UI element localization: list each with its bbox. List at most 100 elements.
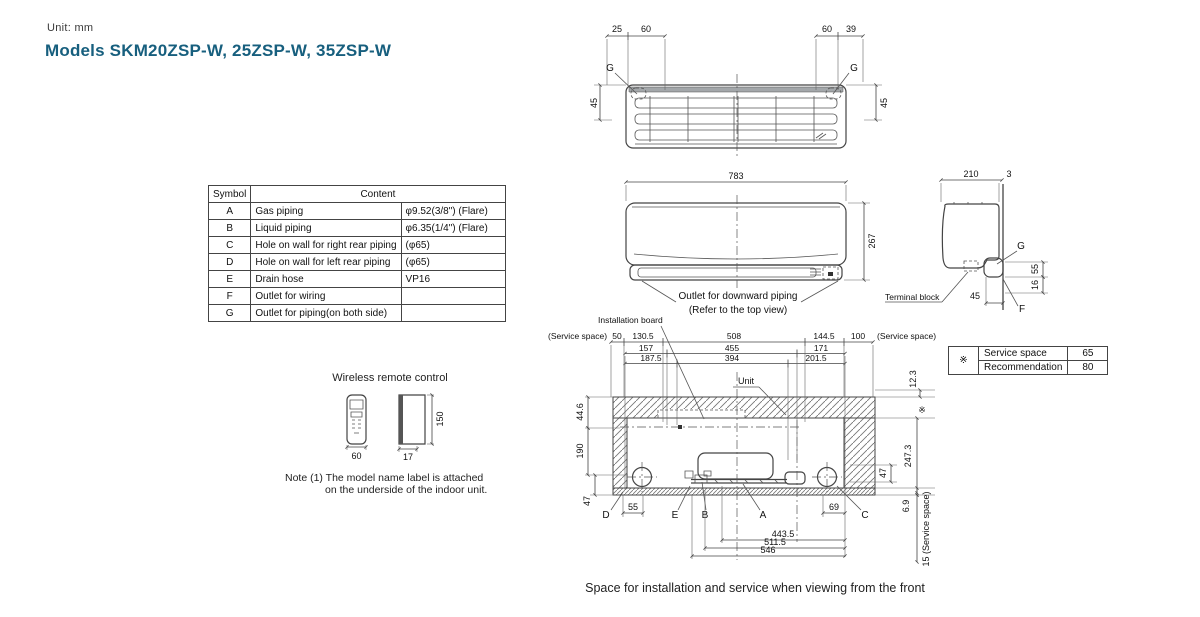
dim-6-9: 6.9 xyxy=(901,500,911,513)
label-g-left: G xyxy=(606,63,614,74)
label-c: C xyxy=(861,510,868,521)
outlet-knockout-left xyxy=(631,88,646,99)
label-cell: Outlet for piping(on both side) xyxy=(250,304,402,322)
symbol-cell: D xyxy=(207,253,252,271)
reference-mark: ※ xyxy=(918,405,926,415)
label-g-right: G xyxy=(850,63,858,74)
service-space-table: ※ Service space 65 Recommendation 80 xyxy=(948,346,1109,375)
dim-455: 455 xyxy=(725,343,739,353)
label-f: F xyxy=(1019,304,1025,315)
install-bottom-dimensions: D 55 E B A 69 C 443.5 511.5 546 xyxy=(602,482,869,559)
label-a: A xyxy=(760,510,767,521)
label-g: G xyxy=(1017,241,1025,252)
dim-100: 100 xyxy=(851,331,865,341)
label-cell: Gas piping xyxy=(250,202,402,220)
dim-60-right: 60 xyxy=(822,24,832,34)
front-view-unit xyxy=(626,195,846,288)
value-cell: (φ65) xyxy=(400,253,506,271)
label-d: D xyxy=(602,510,609,521)
dim-144-5: 144.5 xyxy=(813,331,835,341)
remote-title: Wireless remote control xyxy=(332,372,448,384)
dim-39: 39 xyxy=(846,24,856,34)
install-left-dimensions: 44.6 190 47 xyxy=(575,397,628,506)
top-view-drawing: 25 60 60 39 G G 45 45 xyxy=(589,24,889,162)
dim-546: 546 xyxy=(760,545,775,555)
table-row: Recommendation 80 xyxy=(949,360,1109,375)
symbol-cell: C xyxy=(207,236,252,254)
dim-511-5: 511.5 xyxy=(764,537,786,547)
pipe-end-fitting xyxy=(785,472,805,484)
diagram-caption: Space for installation and service when … xyxy=(585,581,925,595)
service-space-value: 65 xyxy=(1067,346,1109,361)
outlet-refer-label: (Refer to the top view) xyxy=(689,305,787,316)
install-top-dimensions: Installation board (Service space) (Serv… xyxy=(548,315,936,557)
dim-45-left: 45 xyxy=(589,98,599,108)
recommendation-label: Recommendation xyxy=(977,360,1069,375)
dim-157: 157 xyxy=(639,343,653,353)
dim-187-5: 187.5 xyxy=(640,353,662,363)
dim-25: 25 xyxy=(612,24,622,34)
dim-171: 171 xyxy=(814,343,828,353)
terminal-block-box xyxy=(964,261,978,271)
unit-outline xyxy=(698,453,773,479)
drain-fitting xyxy=(685,471,693,478)
remote-width-dim: 60 xyxy=(351,451,361,461)
value-cell: (φ65) xyxy=(400,236,506,254)
symbol-header-cell: Symbol xyxy=(207,185,252,203)
top-view-unit xyxy=(626,74,846,158)
installation-diagram: Installation board (Service space) (Serv… xyxy=(548,315,936,567)
value-cell: φ6.35(1/4") (Flare) xyxy=(400,219,506,237)
side-view-dimensions: 210 3 Terminal block 45 G 55 16 F xyxy=(885,169,1048,315)
note-line-2: on the underside of the indoor unit. xyxy=(325,484,488,496)
dim-130-5: 130.5 xyxy=(632,331,654,341)
reference-mark-cell: ※ xyxy=(948,346,979,375)
service-space-label: Service space xyxy=(977,346,1069,361)
dim-45-right: 45 xyxy=(879,98,889,108)
dim-45: 45 xyxy=(970,291,980,301)
page-title: Models SKM20ZSP-W, 25ZSP-W, 35ZSP-W xyxy=(45,41,392,60)
dim-783: 783 xyxy=(728,171,743,181)
value-cell: φ9.52(3/8") (Flare) xyxy=(400,202,506,220)
remote-front-view: 60 xyxy=(347,395,366,461)
symbol-cell: B xyxy=(207,219,252,237)
label-cell: Hole on wall for left rear piping xyxy=(250,253,402,271)
service-space-left: (Service space) xyxy=(548,331,607,341)
dim-394: 394 xyxy=(725,353,739,363)
top-view-dimensions: 25 60 60 39 G G 45 45 xyxy=(589,24,889,120)
dim-44-6: 44.6 xyxy=(575,403,585,421)
value-cell: VP16 xyxy=(400,270,506,288)
value-cell xyxy=(400,287,506,305)
remote-side-view: 150 17 xyxy=(399,395,445,462)
piping-outlet-bump xyxy=(984,258,1003,277)
note-line-1: Note (1) The model name label is attache… xyxy=(285,472,484,484)
dim-201-5: 201.5 xyxy=(805,353,827,363)
install-structure xyxy=(613,372,875,560)
dim-443-5: 443.5 xyxy=(772,529,795,539)
dim-247-3: 247.3 xyxy=(903,445,913,468)
outlet-knockout-right xyxy=(826,88,841,99)
side-view-drawing: 210 3 Terminal block 45 G 55 16 F xyxy=(885,169,1110,315)
remote-height-dim: 150 xyxy=(435,411,445,426)
outlet-downward-label: Outlet for downward piping xyxy=(679,291,798,302)
label-cell: Outlet for wiring xyxy=(250,287,402,305)
value-cell xyxy=(400,304,506,322)
remote-drawing: 60 150 17 xyxy=(335,390,445,462)
dim-12-3: 12.3 xyxy=(908,370,918,388)
dim-50: 50 xyxy=(612,331,622,341)
recommendation-value: 80 xyxy=(1067,360,1109,375)
install-right-dimensions: 12.3 ※ 247.3 47 6.9 15 (Service space) xyxy=(850,370,935,567)
front-view-dimensions: 783 267 Outlet for downward piping (Refe… xyxy=(626,171,877,316)
symbol-cell: G xyxy=(207,304,252,322)
dim-508: 508 xyxy=(727,331,741,341)
unit-label: Unit xyxy=(738,376,755,386)
indicator-dot xyxy=(828,272,833,276)
unit-label: Unit: mm xyxy=(47,22,94,34)
